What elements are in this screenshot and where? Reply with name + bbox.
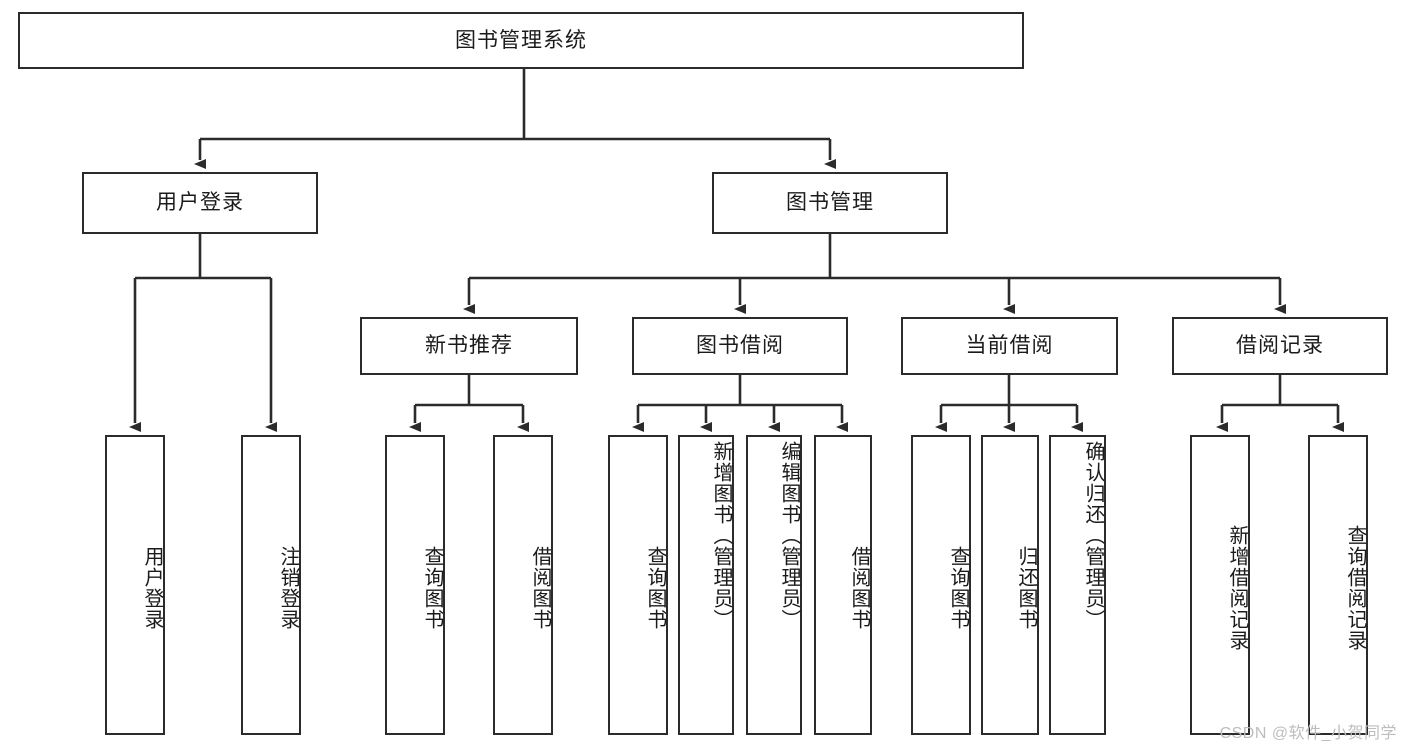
node-leaf-user-login-label: 用户登录 — [141, 546, 163, 630]
node-leaf-query-book-3-label: 查询图书 — [947, 546, 969, 630]
node-leaf-logout[interactable]: 注销登录 — [241, 435, 301, 735]
node-new-book-rec[interactable]: 新书推荐 — [360, 317, 578, 375]
node-book-borrow-label: 图书借阅 — [696, 334, 784, 358]
node-user-login-label: 用户登录 — [156, 191, 244, 215]
node-leaf-edit-book[interactable]: 编辑图书（管理员） — [746, 435, 802, 735]
node-leaf-add-record-label: 新增借阅记录 — [1226, 525, 1248, 651]
node-new-book-rec-label: 新书推荐 — [425, 334, 513, 358]
node-leaf-query-book-3[interactable]: 查询图书 — [911, 435, 971, 735]
node-leaf-query-book-1-label: 查询图书 — [421, 546, 443, 630]
node-leaf-query-record-label: 查询借阅记录 — [1344, 525, 1366, 651]
node-book-borrow[interactable]: 图书借阅 — [632, 317, 848, 375]
node-borrow-record[interactable]: 借阅记录 — [1172, 317, 1388, 375]
node-current-borrow[interactable]: 当前借阅 — [901, 317, 1118, 375]
node-root[interactable]: 图书管理系统 — [18, 12, 1024, 69]
node-leaf-logout-label: 注销登录 — [277, 546, 299, 630]
node-leaf-query-book-2[interactable]: 查询图书 — [608, 435, 668, 735]
node-leaf-borrow-book-1-label: 借阅图书 — [529, 546, 551, 630]
node-leaf-confirm-return-label: 确认归还（管理员） — [1082, 441, 1104, 630]
node-user-login[interactable]: 用户登录 — [82, 172, 318, 234]
node-leaf-query-book-2-label: 查询图书 — [644, 546, 666, 630]
node-leaf-user-login[interactable]: 用户登录 — [105, 435, 165, 735]
node-leaf-return-book-label: 归还图书 — [1015, 546, 1037, 630]
node-leaf-add-record[interactable]: 新增借阅记录 — [1190, 435, 1250, 735]
node-leaf-return-book[interactable]: 归还图书 — [981, 435, 1039, 735]
node-leaf-add-book[interactable]: 新增图书（管理员） — [678, 435, 734, 735]
node-leaf-query-record[interactable]: 查询借阅记录 — [1308, 435, 1368, 735]
node-current-borrow-label: 当前借阅 — [965, 334, 1054, 358]
node-leaf-confirm-return[interactable]: 确认归还（管理员） — [1049, 435, 1106, 735]
node-borrow-record-label: 借阅记录 — [1236, 334, 1324, 358]
node-leaf-edit-book-label: 编辑图书（管理员） — [778, 441, 800, 630]
node-leaf-borrow-book-2-label: 借阅图书 — [848, 546, 870, 630]
node-leaf-borrow-book-1[interactable]: 借阅图书 — [493, 435, 553, 735]
node-book-manage[interactable]: 图书管理 — [712, 172, 948, 234]
node-root-label: 图书管理系统 — [455, 28, 587, 52]
node-leaf-borrow-book-2[interactable]: 借阅图书 — [814, 435, 872, 735]
node-leaf-add-book-label: 新增图书（管理员） — [710, 441, 732, 630]
node-book-manage-label: 图书管理 — [786, 191, 874, 215]
watermark-text: CSDN @软件_小贺同学 — [1219, 725, 1397, 742]
node-leaf-query-book-1[interactable]: 查询图书 — [385, 435, 445, 735]
